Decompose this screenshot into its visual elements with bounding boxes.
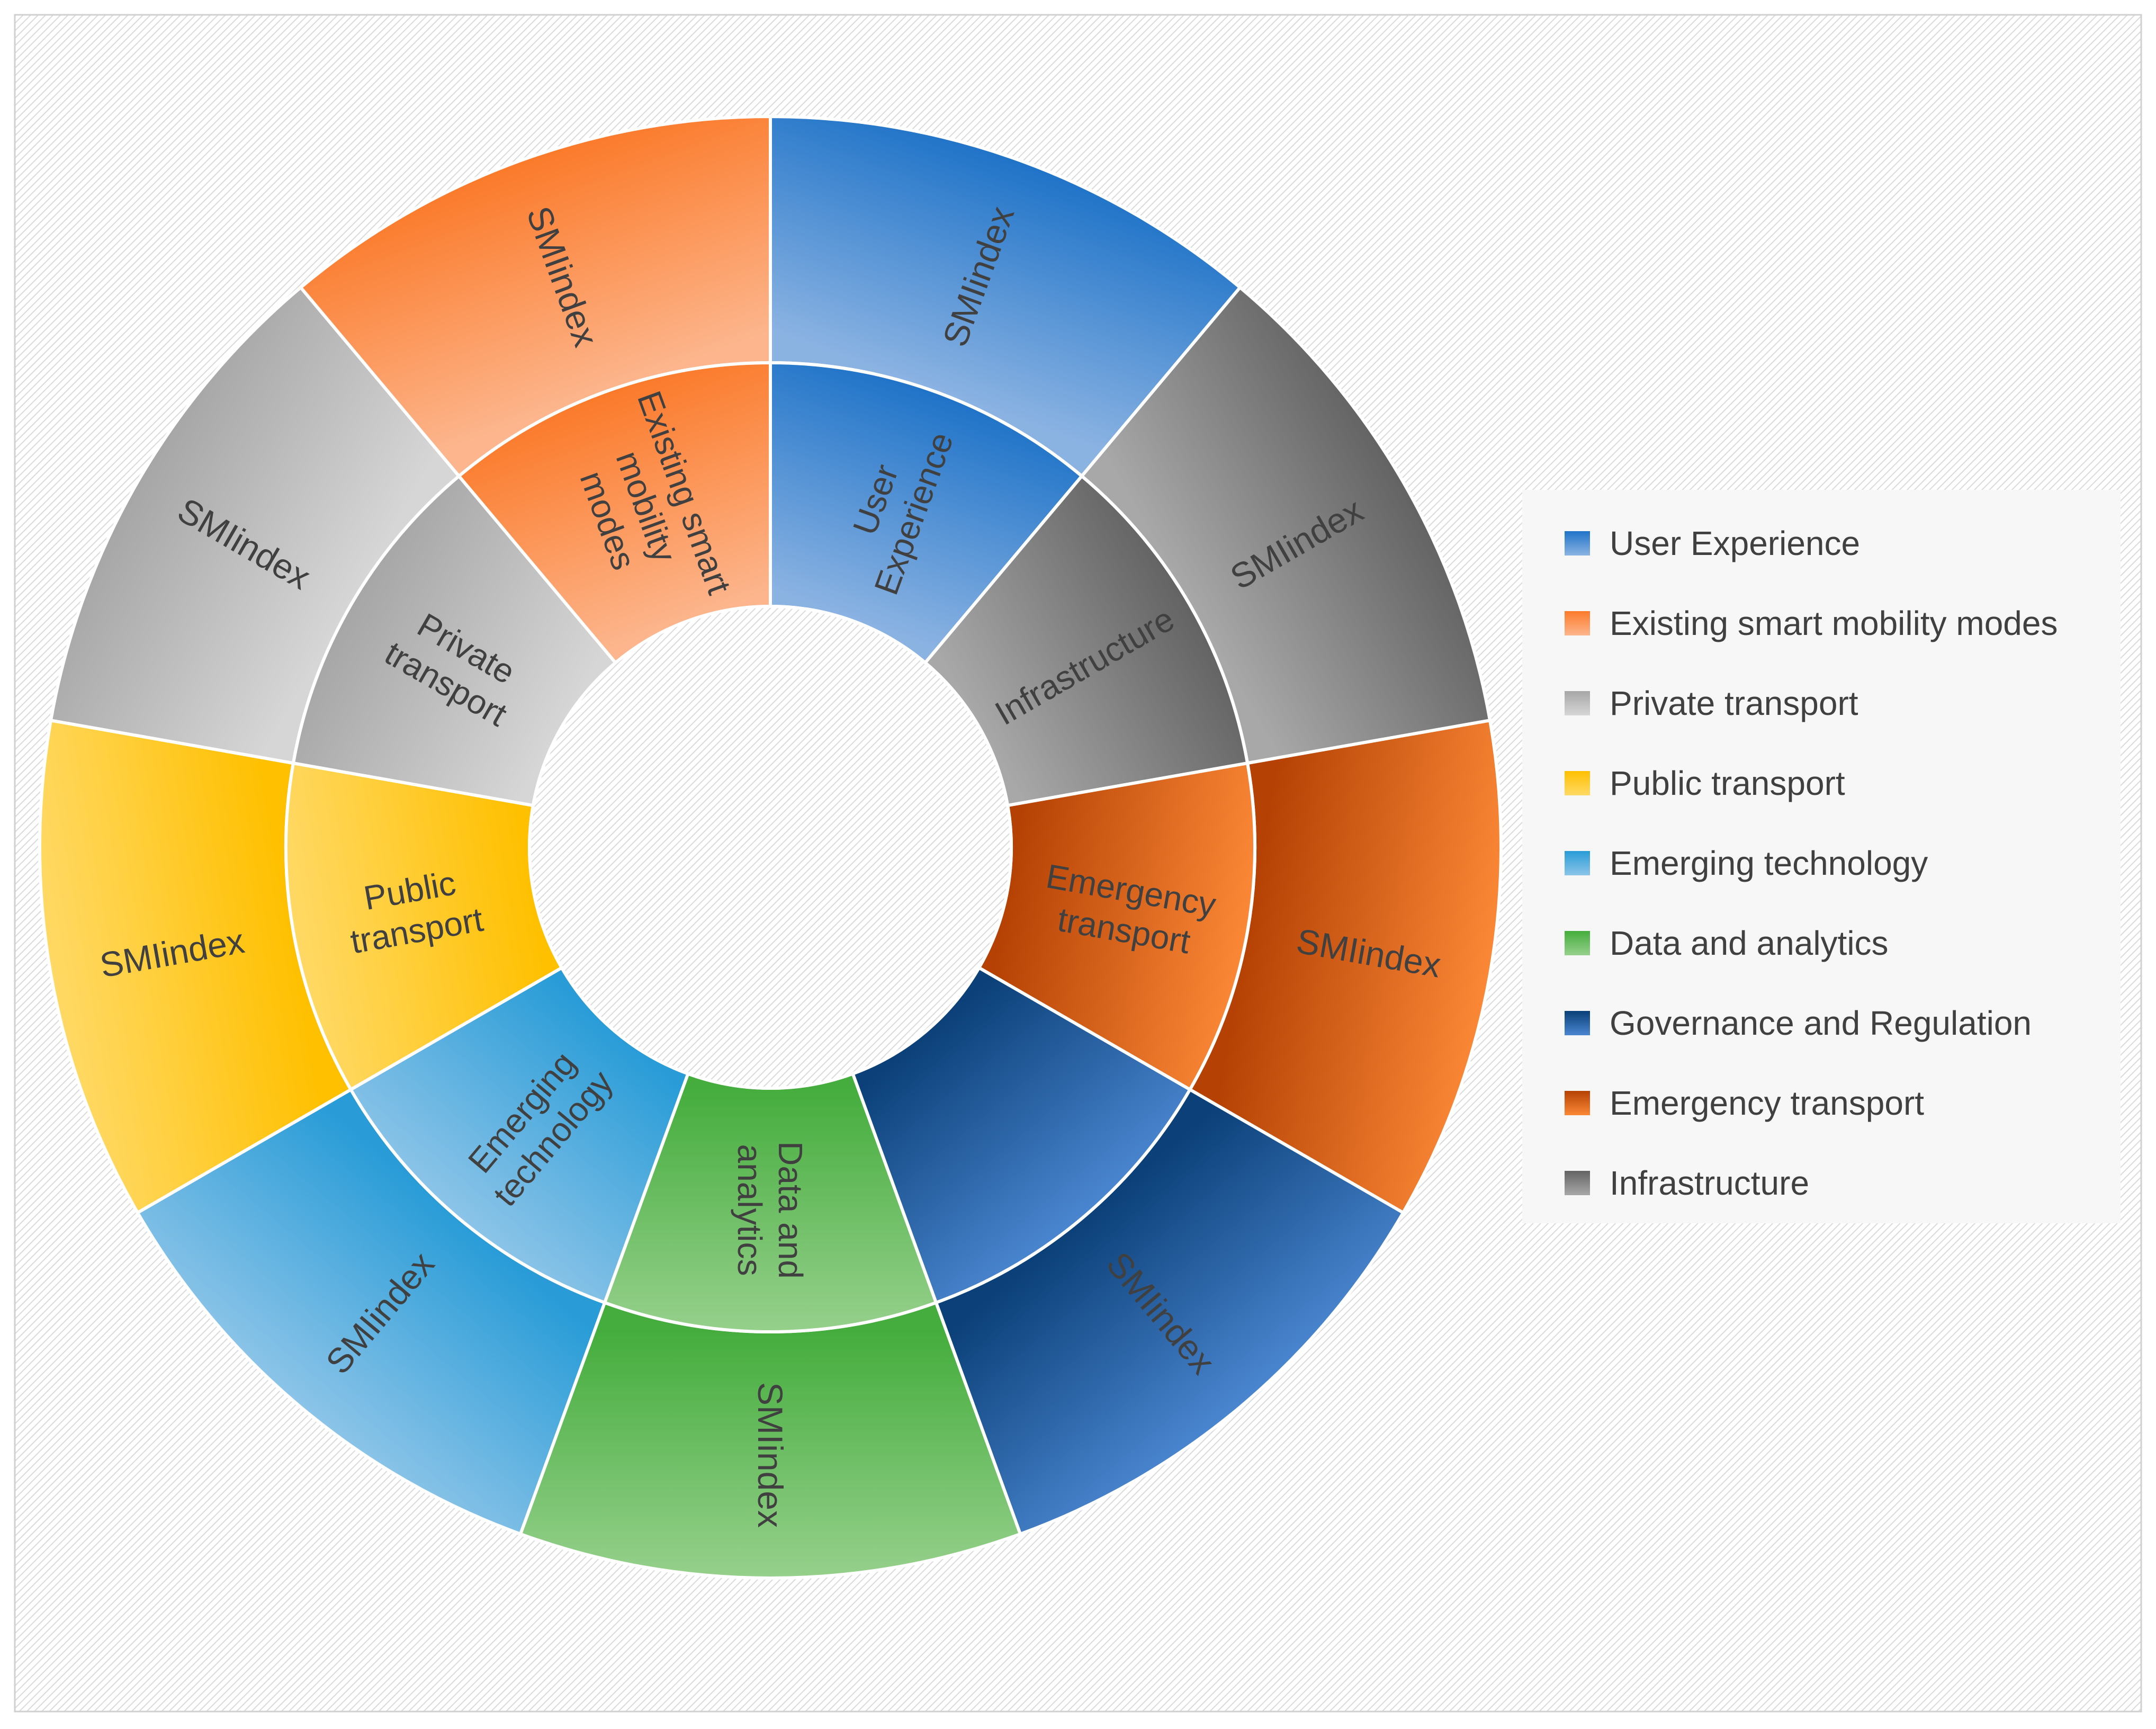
- legend-label-governance-and-regulation: Governance and Regulation: [1610, 1004, 2032, 1042]
- inner-label-data-and-analytics: Data andanalytics: [731, 1141, 810, 1279]
- legend-swatch-emergency-transport: [1565, 1091, 1590, 1115]
- legend-swatch-private-transport: [1565, 691, 1590, 715]
- legend-label-infrastructure: Infrastructure: [1610, 1164, 1809, 1202]
- legend-label-existing-smart-mobility-modes: Existing smart mobility modes: [1610, 604, 2058, 642]
- legend-swatch-existing-smart-mobility-modes: [1565, 611, 1590, 635]
- legend-label-data-and-analytics: Data and analytics: [1610, 924, 1889, 962]
- inner-ring: UserExperienceInfrastructureEmergencytra…: [284, 361, 1256, 1334]
- legend-swatch-public-transport: [1565, 771, 1590, 795]
- legend-label-private-transport: Private transport: [1610, 684, 1858, 722]
- legend-box: [1522, 490, 2121, 1223]
- legend-swatch-infrastructure: [1565, 1171, 1590, 1195]
- legend-label-public-transport: Public transport: [1610, 764, 1845, 802]
- legend-swatch-user-experience: [1565, 531, 1590, 556]
- outer-ring: SMIindexSMIindexSMIindexSMIindexSMIindex…: [38, 114, 1503, 1580]
- legend-swatch-governance-and-regulation: [1565, 1011, 1590, 1035]
- legend-swatch-data-and-analytics: [1565, 931, 1590, 955]
- legend-label-user-experience: User Experience: [1610, 524, 1860, 562]
- outer-label-data-and-analytics: SMIindex: [751, 1382, 790, 1528]
- center-hole: [528, 605, 1013, 1090]
- legend-label-emergency-transport: Emergency transport: [1610, 1084, 1924, 1122]
- legend-label-emerging-technology: Emerging technology: [1610, 844, 1928, 882]
- legend-swatch-emerging-technology: [1565, 851, 1590, 875]
